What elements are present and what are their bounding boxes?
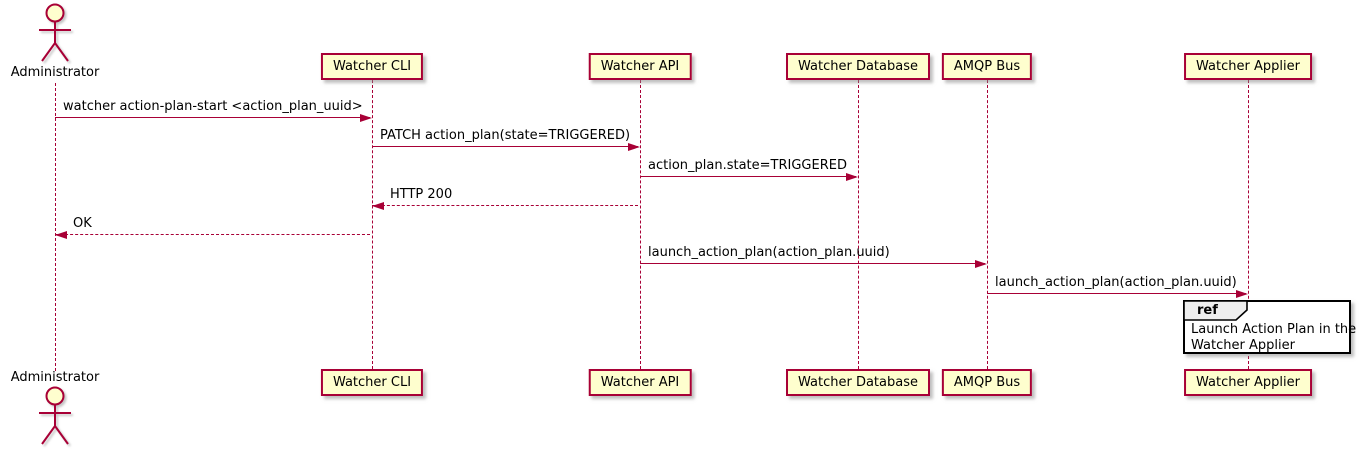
lifeline	[987, 80, 988, 369]
participant-box: AMQP Bus	[941, 53, 1033, 80]
message-label: launch_action_plan(action_plan.uuid)	[648, 245, 890, 260]
ref-tag-pentagon-icon	[1184, 301, 1248, 321]
actor-label-bottom: Administrator	[10, 370, 100, 385]
ref-tag-label: ref	[1197, 303, 1218, 318]
message-arrowhead	[628, 143, 640, 151]
participant-box: Watcher API	[588, 53, 692, 80]
message-arrowhead	[360, 114, 372, 122]
actor-icon	[39, 386, 71, 445]
message-line	[55, 117, 370, 118]
participant-box: Watcher Database	[786, 369, 930, 396]
message-arrowhead	[846, 173, 858, 181]
participant-box: Watcher Applier	[1184, 53, 1312, 80]
actor-label-top: Administrator	[10, 65, 100, 80]
message-line	[372, 205, 638, 206]
lifeline	[858, 80, 859, 369]
participant-box: Watcher Applier	[1184, 369, 1312, 396]
lifeline	[1248, 80, 1249, 369]
participant-box: AMQP Bus	[941, 369, 1033, 396]
participant-box: Watcher CLI	[320, 369, 424, 396]
ref-text-line1: Launch Action Plan in the	[1191, 322, 1357, 337]
message-label: launch_action_plan(action_plan.uuid)	[995, 275, 1237, 290]
message-label: action_plan.state=TRIGGERED	[648, 158, 847, 173]
lifeline	[55, 83, 56, 371]
message-label: PATCH action_plan(state=TRIGGERED)	[380, 128, 631, 143]
message-line	[640, 176, 856, 177]
message-label: HTTP 200	[390, 187, 453, 202]
participant-box: Watcher CLI	[320, 53, 424, 80]
lifeline	[372, 80, 373, 369]
message-line	[55, 234, 370, 235]
ref-text-line2: Watcher Applier	[1191, 338, 1295, 353]
message-line	[640, 263, 985, 264]
ref-fragment: ref Launch Action Plan in the Watcher Ap…	[1183, 300, 1356, 354]
message-label: OK	[73, 216, 92, 231]
message-arrowhead	[372, 202, 384, 210]
message-arrowhead	[1236, 290, 1248, 298]
actor-icon	[39, 3, 71, 62]
message-arrowhead	[975, 260, 987, 268]
lifeline	[640, 80, 641, 369]
message-line	[372, 146, 638, 147]
participant-box: Watcher API	[588, 369, 692, 396]
message-label: watcher action-plan-start <action_plan_u…	[63, 99, 363, 114]
ref-text: Launch Action Plan in the Watcher Applie…	[1191, 322, 1356, 354]
message-line	[987, 293, 1246, 294]
message-arrowhead	[55, 231, 67, 239]
participant-box: Watcher Database	[786, 53, 930, 80]
